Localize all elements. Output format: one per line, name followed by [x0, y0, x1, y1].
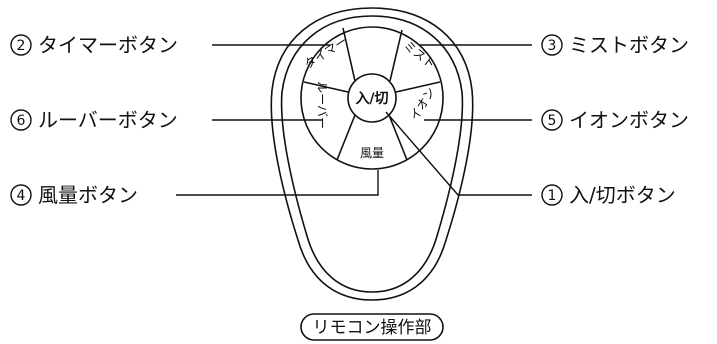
- callout-number: 5: [548, 113, 557, 129]
- callout-mist: 3 ミストボタン: [541, 33, 689, 57]
- callout-label: ルーバーボタン: [38, 108, 178, 132]
- segment-divider: [342, 27, 356, 82]
- segment-divider: [336, 114, 356, 161]
- callout-number: 2: [17, 38, 26, 54]
- callout-label: ミストボタン: [569, 33, 689, 57]
- airflow-button-label: 風量: [360, 146, 384, 160]
- ion-button-label: イオン: [407, 85, 438, 123]
- callout-number: 6: [17, 113, 26, 129]
- callout-number: 1: [548, 188, 557, 204]
- callout-timer: 2 タイマーボタン: [10, 33, 178, 57]
- callout-label: タイマーボタン: [38, 33, 178, 57]
- callout-number-badge: [10, 34, 32, 56]
- segment-divider: [303, 81, 349, 93]
- segment-divider: [389, 29, 403, 82]
- callout-number-badge: [10, 184, 32, 206]
- louver-button-label: ルーバー: [315, 81, 329, 129]
- callout-louver: 6 ルーバーボタン: [10, 108, 178, 132]
- remote-body-inner-outline: [280, 15, 464, 293]
- leader-line-airflow: [176, 170, 379, 196]
- callout-number: 3: [548, 38, 557, 54]
- segment-divider: [395, 81, 441, 93]
- caption-frame: [300, 313, 444, 341]
- leader-line-power: [385, 111, 532, 196]
- callout-label: 風量ボタン: [38, 183, 138, 207]
- remote-body-outline: [270, 7, 474, 301]
- callout-number-badge: [541, 184, 563, 206]
- power-button[interactable]: [347, 73, 397, 123]
- callout-power: 1 入/切ボタン: [541, 183, 676, 207]
- callout-ion: 5 イオンボタン: [541, 108, 689, 132]
- callout-airflow: 4 風量ボタン: [10, 183, 138, 207]
- power-button-label: 入/切: [355, 91, 388, 107]
- callout-label: 入/切ボタン: [569, 183, 676, 207]
- callout-label: イオンボタン: [569, 108, 689, 132]
- callout-number-badge: [541, 34, 563, 56]
- callout-number-badge: [10, 109, 32, 131]
- button-ring-outer: [300, 26, 444, 170]
- callout-number-badge: [541, 109, 563, 131]
- segment-divider: [388, 114, 408, 161]
- caption: リモコン操作部: [313, 318, 432, 338]
- callout-number: 4: [17, 188, 26, 204]
